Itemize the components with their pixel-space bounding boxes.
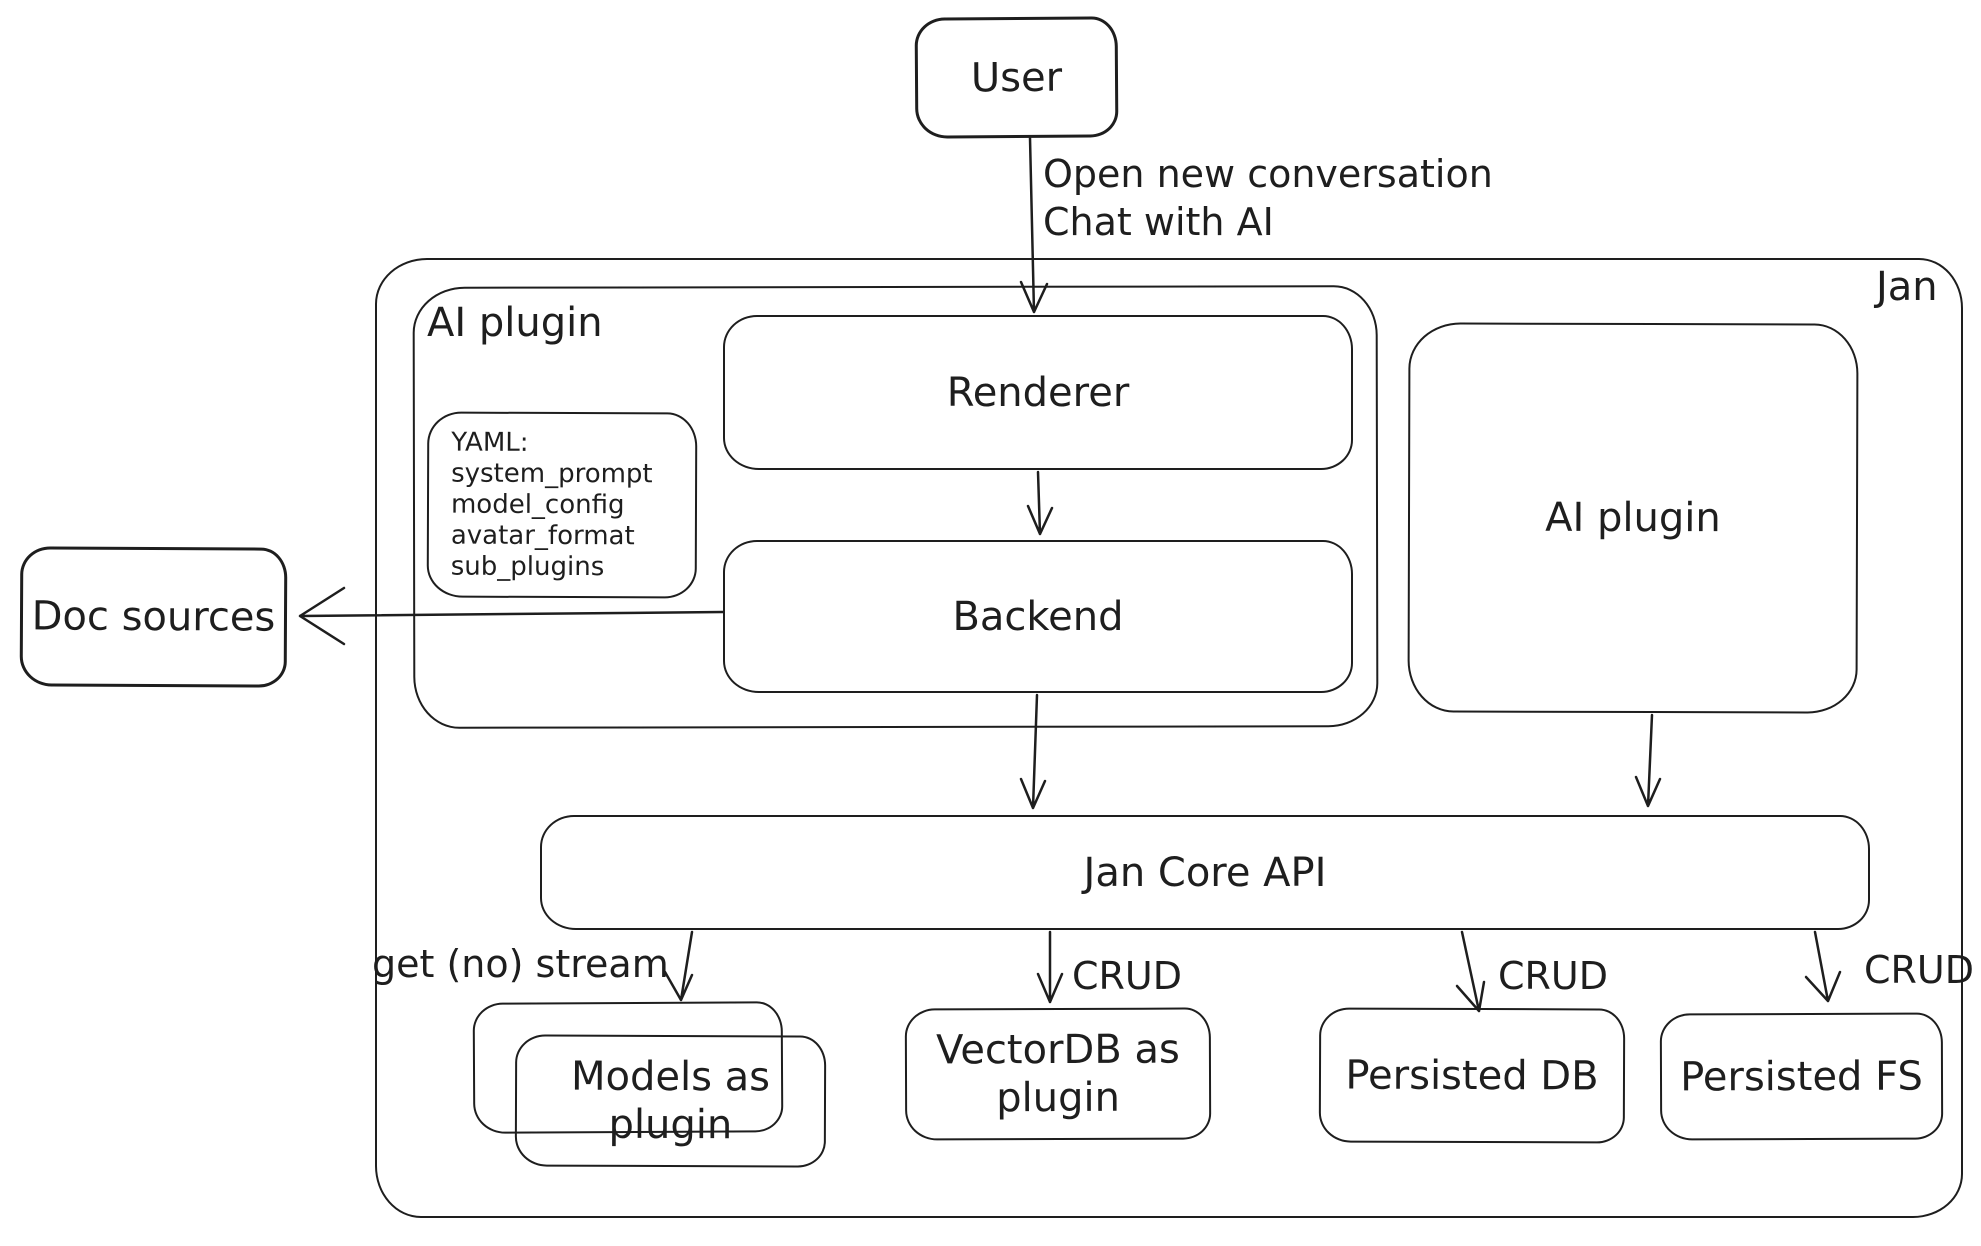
node-renderer: Renderer bbox=[723, 315, 1353, 470]
node-jan-core-api-label: Jan Core API bbox=[1083, 849, 1327, 896]
node-backend: Backend bbox=[723, 540, 1353, 693]
edge-label-crud-vectordb: CRUD bbox=[1072, 954, 1183, 998]
edge-label-user-flow-line2: Chat with AI bbox=[1043, 200, 1274, 244]
arrow-jan-core-api-to-models bbox=[663, 930, 694, 1002]
note-yaml-line: YAML: bbox=[451, 427, 529, 458]
jan-container bbox=[375, 258, 1963, 1218]
node-models-as-plugin-label: Models as plugin bbox=[570, 1053, 771, 1149]
node-user: User bbox=[914, 16, 1119, 139]
note-yaml: YAML: system_prompt model_config avatar_… bbox=[426, 411, 698, 599]
edge-label-crud-persisted-fs: CRUD bbox=[1864, 948, 1975, 992]
node-vectordb-as-plugin-label: VectorDB as plugin bbox=[935, 1026, 1180, 1122]
edge-label-crud-persisted-db: CRUD bbox=[1498, 954, 1609, 998]
note-yaml-line: avatar_format bbox=[450, 520, 635, 552]
arrow-renderer-to-backend bbox=[1026, 470, 1054, 536]
node-doc-sources-label: Doc sources bbox=[31, 593, 276, 641]
edge-label-user-flow-line1: Open new conversation bbox=[1043, 152, 1493, 196]
node-ai-plugin-right: AI plugin bbox=[1407, 322, 1859, 714]
node-backend-label: Backend bbox=[952, 593, 1124, 640]
arrow-jan-core-api-to-vectordb bbox=[1036, 930, 1064, 1004]
note-yaml-line: model_config bbox=[450, 489, 625, 521]
node-persisted-db-label: Persisted DB bbox=[1345, 1052, 1599, 1099]
node-doc-sources: Doc sources bbox=[19, 546, 288, 688]
node-persisted-db: Persisted DB bbox=[1318, 1007, 1626, 1144]
note-yaml-text: YAML: system_prompt model_config avatar_… bbox=[451, 428, 653, 584]
node-renderer-label: Renderer bbox=[946, 369, 1130, 416]
node-user-label: User bbox=[970, 54, 1063, 101]
node-ai-plugin-right-label: AI plugin bbox=[1545, 494, 1721, 542]
node-vectordb-as-plugin: VectorDB as plugin bbox=[904, 1007, 1212, 1141]
arrow-ai-plugin-to-jan-core-api bbox=[1634, 713, 1662, 808]
node-jan-core-api: Jan Core API bbox=[540, 815, 1870, 930]
node-persisted-fs-label: Persisted FS bbox=[1680, 1053, 1923, 1100]
jan-container-label: Jan bbox=[1876, 264, 1938, 310]
arrow-jan-core-api-to-persisted-db bbox=[1455, 930, 1486, 1013]
note-yaml-line: system_prompt bbox=[451, 458, 653, 490]
arrow-backend-to-doc-sources bbox=[298, 586, 725, 646]
arrow-user-to-renderer bbox=[1019, 136, 1049, 314]
edge-label-get-no-stream: get (no) stream bbox=[372, 942, 669, 986]
node-models-as-plugin: Models as plugin bbox=[514, 1034, 827, 1168]
arrow-jan-core-api-to-persisted-fs bbox=[1804, 930, 1842, 1003]
arrow-backend-to-jan-core-api bbox=[1019, 693, 1047, 810]
node-persisted-fs: Persisted FS bbox=[1659, 1012, 1944, 1141]
edge-label-user-flow: Open new conversation Chat with AI bbox=[1043, 150, 1493, 246]
ai-plugin-container-label: AI plugin bbox=[427, 300, 603, 346]
note-yaml-line: sub_plugins bbox=[450, 551, 605, 583]
